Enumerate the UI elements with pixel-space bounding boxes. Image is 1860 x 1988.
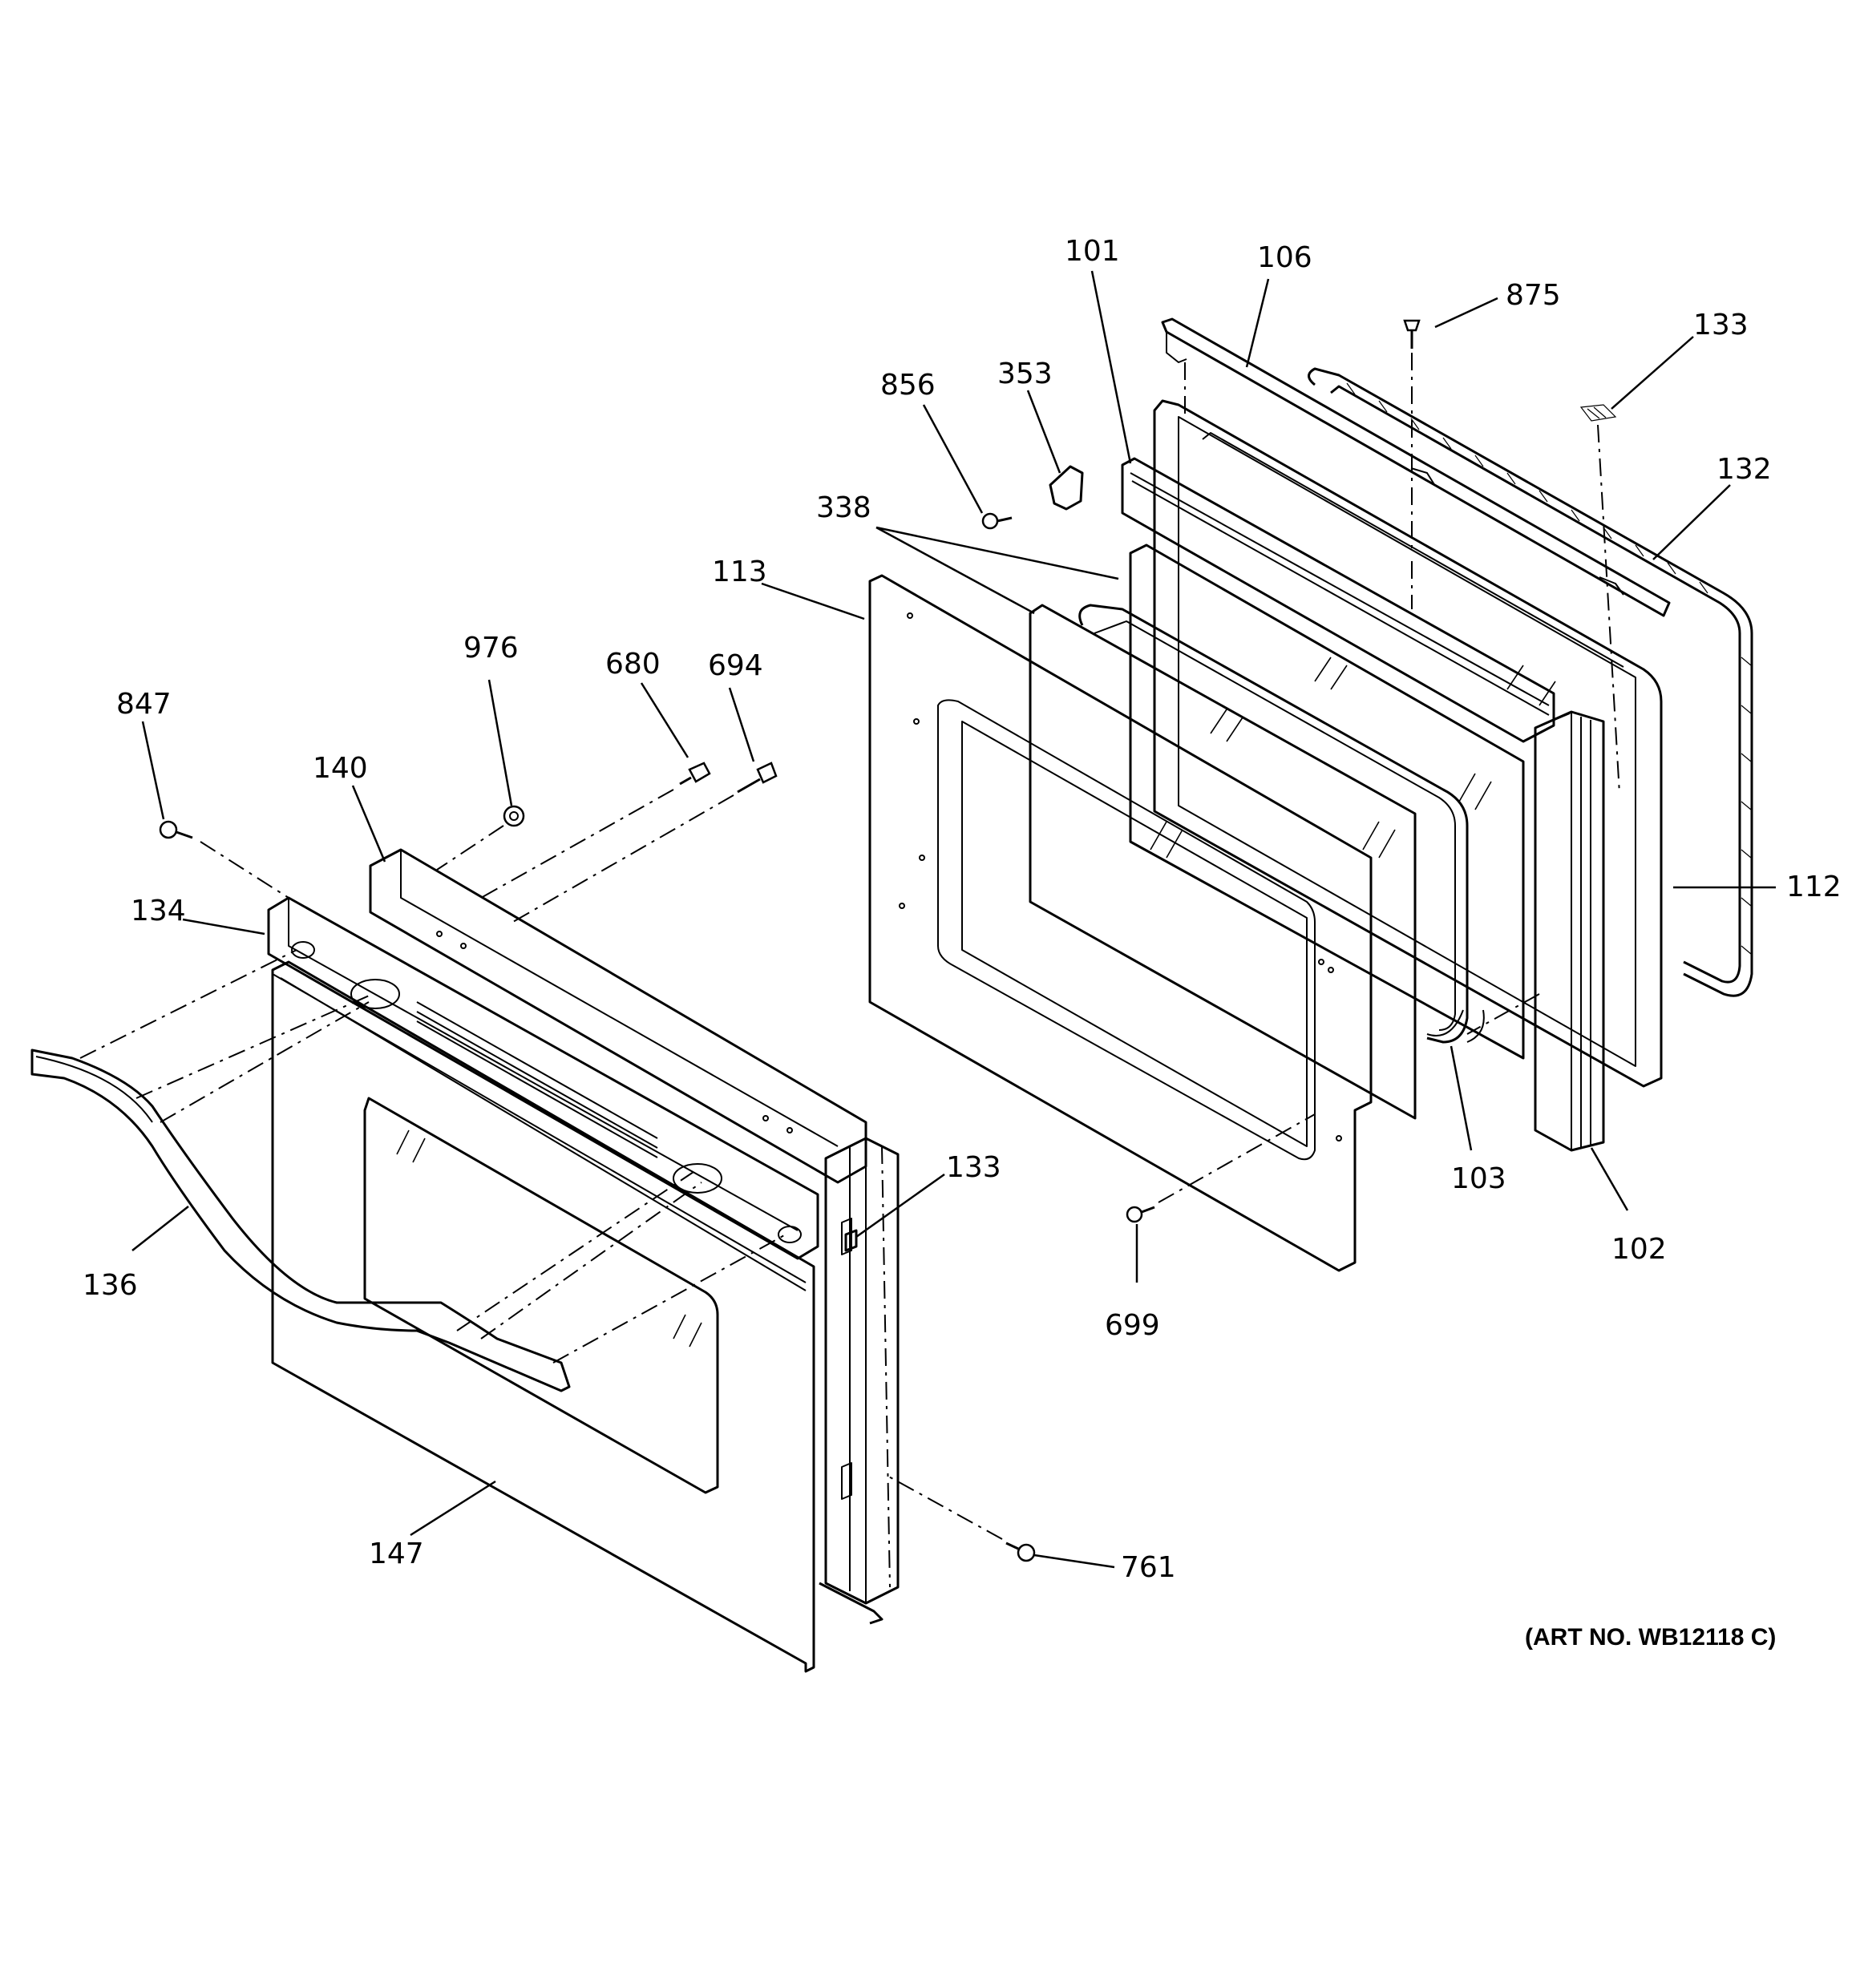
callout-761: 761 [1121, 1551, 1176, 1584]
callout-113: 113 [712, 556, 767, 588]
callout-140: 140 [313, 752, 368, 785]
hinge-clip [1049, 465, 1084, 511]
callout-875: 875 [1506, 279, 1561, 312]
guide-line [160, 1001, 370, 1123]
callout-133-lower: 133 [946, 1151, 1001, 1184]
callout-147: 147 [369, 1537, 424, 1570]
nut-976 [436, 805, 525, 871]
insulation-block [1121, 457, 1555, 743]
callout-699: 699 [1105, 1309, 1160, 1342]
callout-134: 134 [131, 895, 186, 927]
bolt-680 [480, 762, 711, 899]
callout-133-upper: 133 [1693, 309, 1749, 341]
guide-line [456, 1171, 694, 1331]
top-channel [1161, 317, 1671, 617]
screw-761 [885, 1474, 1036, 1562]
callout-847: 847 [116, 688, 172, 721]
side-insulation [1534, 710, 1605, 1152]
callout-136: 136 [83, 1269, 138, 1302]
callout-102: 102 [1611, 1233, 1667, 1266]
callout-856: 856 [880, 369, 936, 402]
leader-lines [131, 270, 1776, 1569]
screw-847 [159, 820, 289, 899]
screw-699 [1126, 1113, 1316, 1223]
callout-353: 353 [997, 358, 1053, 390]
bolt-694 [512, 762, 778, 923]
screw-875 [1403, 319, 1421, 553]
guide-line [881, 1146, 891, 1588]
glass-panel-front [1029, 604, 1417, 1120]
glass-panel-rear [1129, 543, 1525, 1060]
side-frame [819, 1137, 900, 1625]
door-gasket [1308, 367, 1753, 997]
inner-door-panel [868, 574, 1373, 1272]
art-number: (ART NO. WB12118 C) [1525, 1624, 1776, 1651]
felt-pad-upper [1579, 404, 1620, 794]
callout-103: 103 [1451, 1162, 1506, 1195]
callout-680: 680 [605, 648, 661, 681]
guide-line [79, 949, 297, 1059]
door-handle [30, 1049, 571, 1392]
callout-132: 132 [1716, 453, 1772, 486]
callout-112: 112 [1786, 871, 1842, 903]
callout-101: 101 [1065, 235, 1120, 268]
guide-line [480, 1182, 702, 1339]
vent-trim [267, 896, 819, 1260]
top-trim [369, 848, 867, 1184]
window-gasket [1078, 604, 1485, 1044]
callout-694: 694 [708, 649, 763, 682]
screw-856 [981, 512, 1013, 530]
callout-106: 106 [1257, 241, 1312, 274]
outer-door-panel [271, 960, 815, 1673]
guide-line [552, 1234, 786, 1364]
guide-line [135, 993, 374, 1099]
inner-door-liner [1153, 399, 1663, 1088]
guide-line [1466, 993, 1540, 1035]
felt-pad-lower [844, 1229, 858, 1252]
callout-338: 338 [816, 491, 871, 524]
callout-976: 976 [463, 632, 519, 665]
